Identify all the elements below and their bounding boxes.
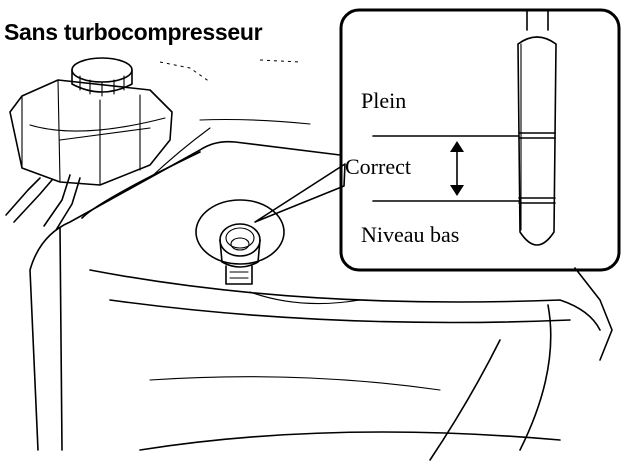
dipstick-tube [195,199,285,285]
diagram-title: Sans turbocompresseur [4,19,263,45]
reservoir-cap [71,57,133,97]
level-reference-lines [372,135,520,202]
engine-cover [29,140,613,461]
coolant-reservoir [9,79,173,186]
low-level-label: Niveau bas [361,222,460,247]
correct-level-label: Correct [345,154,411,179]
coolant-hoses [5,174,81,231]
correct-range-arrow [450,141,464,196]
callout-pointer [254,163,346,223]
full-level-label: Plein [361,88,407,113]
dipstick-callout-box [339,8,621,272]
background-lines [149,59,311,179]
dipstick-detail [517,9,557,246]
